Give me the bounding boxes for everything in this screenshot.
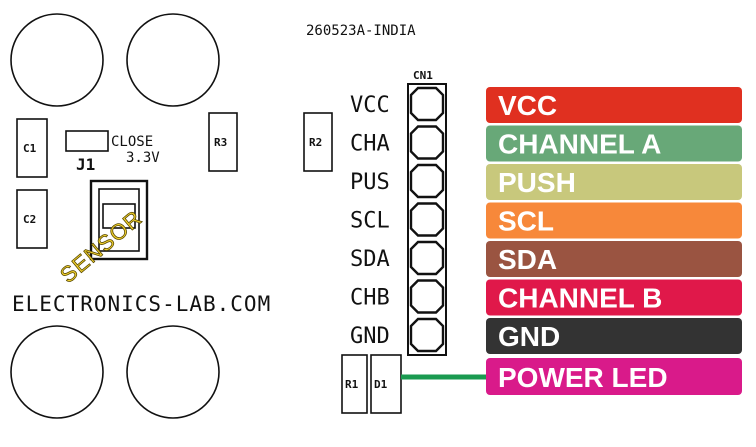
capacitor-c1 xyxy=(16,118,48,178)
connector-pin-pad xyxy=(409,317,445,353)
pin-tag-text: SDA xyxy=(498,244,557,275)
resistor-r3-label: R3 xyxy=(214,136,227,149)
mounting-hole-top-right xyxy=(126,13,220,107)
pin-silk-label: PUS xyxy=(350,170,390,195)
capacitor-c1-label: C1 xyxy=(23,142,37,155)
pin-tag-text: CHANNEL B xyxy=(498,283,662,314)
resistor-r1 xyxy=(341,354,368,414)
pin-tag: VCC xyxy=(486,87,742,123)
resistor-r2-label: R2 xyxy=(309,136,322,149)
jumper-label-line1: CLOSE xyxy=(111,134,153,150)
connector-pin-pad xyxy=(409,202,445,237)
connector-pin-pad xyxy=(409,240,445,276)
diode-d1 xyxy=(370,354,402,414)
pin-tag: PUSH xyxy=(486,164,742,200)
connector-ref: CN1 xyxy=(413,69,433,82)
capacitor-c2-label: C2 xyxy=(23,213,36,226)
board-serial: 260523A-INDIA xyxy=(306,23,416,39)
pin-tag-text: CHANNEL A xyxy=(498,129,661,160)
pin-silk-label: SCL xyxy=(350,209,390,234)
diode-d1-label: D1 xyxy=(374,378,388,391)
pin-silk-label: GND xyxy=(350,324,390,349)
pin-tag-background xyxy=(486,318,742,354)
pin-tag-background xyxy=(486,125,742,162)
pin-tag: GND xyxy=(486,318,742,354)
pin-tag: SDA xyxy=(486,241,742,277)
connector-pin-pad xyxy=(409,163,445,199)
pin-silk-label: VCC xyxy=(350,93,390,118)
pin-tag-background xyxy=(486,279,742,316)
connector-pin-pad xyxy=(409,125,445,160)
mounting-hole-top-left xyxy=(10,13,104,107)
pin-tag-text: SCL xyxy=(498,206,554,237)
pin-tag-background xyxy=(486,241,742,277)
pin-tag-column: VCC CHANNEL A PUSH SCL SDA CHANNEL B GND xyxy=(486,87,742,354)
connector-pin-pad xyxy=(409,86,445,122)
capacitor-c2 xyxy=(16,189,48,249)
pin-tag: SCL xyxy=(486,202,742,239)
pin-tag-background xyxy=(486,164,742,200)
pin-tag-text: GND xyxy=(498,321,560,352)
brand-text: ELECTRONICS-LAB.COM xyxy=(12,292,271,316)
mounting-hole-bottom-right xyxy=(126,325,220,419)
pin-tag: CHANNEL B xyxy=(486,279,742,316)
mounting-hole-bottom-left xyxy=(10,325,104,419)
power-led-tag: POWER LED xyxy=(486,358,742,395)
power-led-tag-text: POWER LED xyxy=(498,362,668,393)
connector-cn1: VCC CHA PUS SCL SDA CHB GND xyxy=(350,83,447,356)
sensor-footprint xyxy=(89,179,149,261)
resistor-r2 xyxy=(303,112,333,172)
jumper-j1-ref: J1 xyxy=(76,155,95,174)
pin-tag-background xyxy=(486,202,742,239)
jumper-label-line2: 3.3V xyxy=(126,150,160,166)
resistor-r3 xyxy=(208,112,238,172)
pin-silk-label: CHA xyxy=(350,132,390,157)
connector-pin-pad xyxy=(409,279,445,314)
pin-silk-label: SDA xyxy=(350,247,390,272)
pin-tag: CHANNEL A xyxy=(486,125,742,162)
jumper-j1 xyxy=(65,130,109,152)
pin-tag-text: VCC xyxy=(498,90,557,121)
pin-silk-label: CHB xyxy=(350,286,390,311)
pin-tag-background xyxy=(486,87,742,123)
resistor-r1-label: R1 xyxy=(345,378,359,391)
pin-tag-text: PUSH xyxy=(498,167,576,198)
